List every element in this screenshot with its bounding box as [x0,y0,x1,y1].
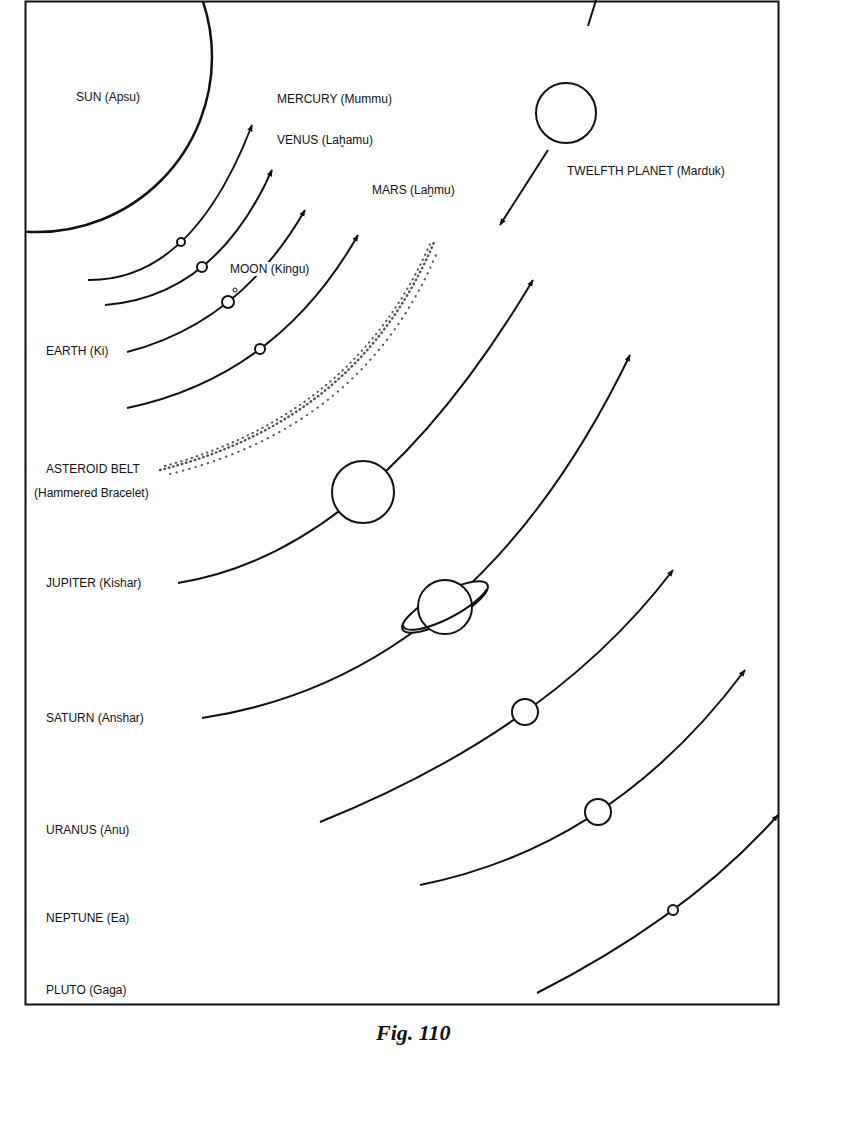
planet-label: PLUTO (Gaga) [44,983,128,997]
moon-body [222,296,234,308]
saturn-planet [418,580,472,634]
twelfth-planet [536,83,596,143]
sun-outline [26,2,216,234]
pluto-planet [668,905,678,915]
sun-arc [26,2,212,232]
saturn-ring [396,572,494,642]
planet-label: SATURN (Anshar) [44,711,146,725]
planet-label: EARTH (Ki) [44,344,110,358]
mercury-orbit [88,125,252,280]
jupiter-orbit [178,280,533,583]
twelfth-planet-path [500,150,548,225]
frame [26,2,779,1005]
planet-label: (Hammered Bracelet) [32,486,151,500]
planet-label: MOON (Kingu) [228,262,311,276]
neptune-planet [585,799,611,825]
node-label: SUN (Apsu) [76,90,140,104]
planet-label: NEPTUNE (Ea) [44,911,131,925]
moon-mark [233,288,237,292]
mars-orbit [127,235,358,408]
venus-planet [197,262,207,272]
asteroid-belt [160,240,438,474]
twelfth-planet-path [588,0,596,26]
saturn-orbit [202,355,630,718]
pluto-orbit [537,815,778,993]
jupiter-planet [332,461,394,523]
mercury-planet [177,238,185,246]
uranus-planet [512,699,538,725]
planet-label: VENUS (Laḫamu) [275,133,375,147]
planet-label: JUPITER (Kishar) [44,576,143,590]
figure-caption: Fig. 110 [376,1020,451,1046]
planet-label: MARS (Laḫmu) [370,183,457,197]
planet-label: URANUS (Anu) [44,823,131,837]
planet-label: MERCURY (Mummu) [275,92,394,106]
planet-label: TWELFTH PLANET (Marduk) [565,164,727,178]
neptune-orbit [420,670,745,885]
saturn-ring-front [403,589,487,630]
moon-orbit [127,210,305,352]
uranus-orbit [320,570,673,822]
earth-planet [255,344,265,354]
sun-shape: SUN (Apsu) [26,2,216,234]
planet-label: ASTEROID BELT [44,462,142,476]
